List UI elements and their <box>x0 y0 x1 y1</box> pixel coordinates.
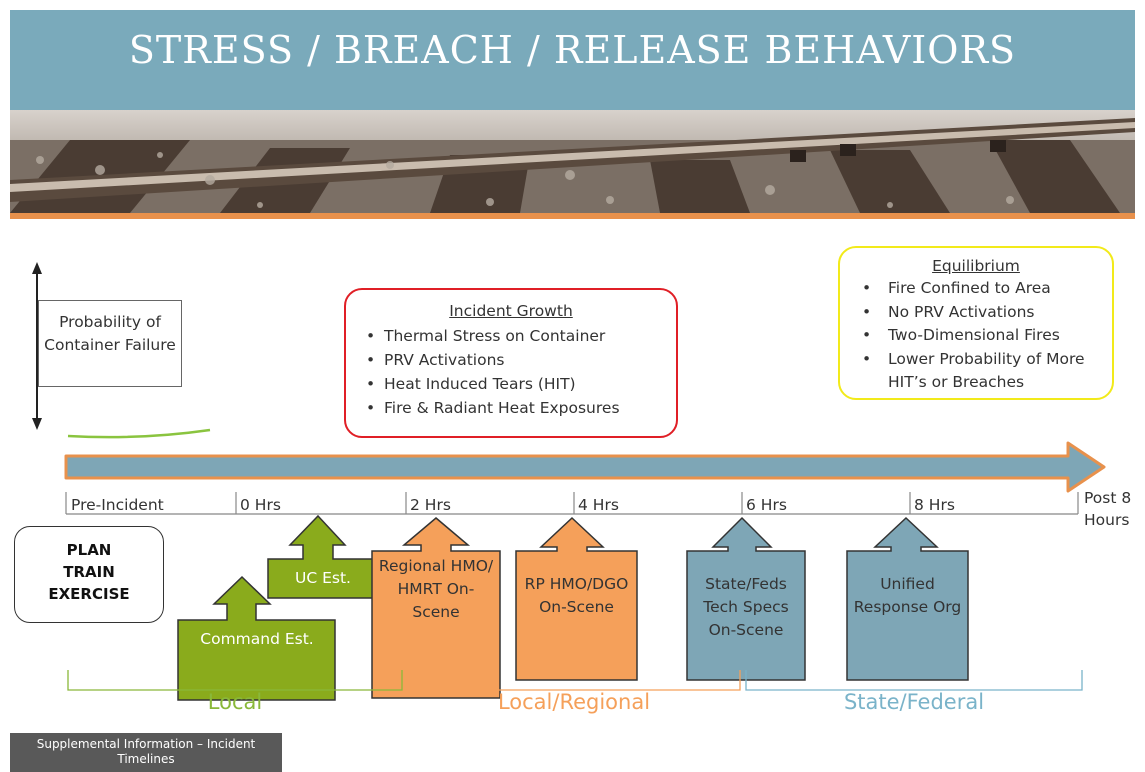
growth-item: Heat Induced Tears (HIT) <box>364 372 676 396</box>
equilibrium-heading: Equilibrium <box>932 257 1020 275</box>
timeline-axis <box>65 492 1079 515</box>
equilibrium-item: Fire Confined to Area <box>858 277 1112 301</box>
regional-bracket <box>407 670 741 691</box>
phase-state-federal: State/Federal <box>843 690 985 714</box>
train-line: TRAIN <box>63 563 115 581</box>
post-8-hours-label: Post 8 Hours <box>1084 489 1132 529</box>
regional-hmo-arrow <box>371 517 501 699</box>
timeline-arrow <box>64 441 1106 493</box>
command-est-arrow <box>177 575 336 701</box>
uc-est-label: UC Est. <box>295 569 351 587</box>
growth-item: Thermal Stress on Container <box>364 324 676 348</box>
tick-label: 4 Hrs <box>578 496 619 514</box>
growth-item: Fire & Radiant Heat Exposures <box>364 396 676 420</box>
command-est-label: Command Est. <box>200 630 314 648</box>
tick-label: 0 Hrs <box>240 496 281 514</box>
growth-item: PRV Activations <box>364 348 676 372</box>
probability-box: Probability of Container Failure <box>38 300 182 387</box>
regional-hmo-label: Regional HMO/ HMRT On-Scene <box>378 557 494 621</box>
equilibrium-item: No PRV Activations <box>858 301 1112 325</box>
unified-response-arrow <box>846 516 969 681</box>
incident-growth-heading: Incident Growth <box>449 302 573 320</box>
supplemental-info-tag: Supplemental Information – Incident Time… <box>10 733 282 772</box>
equilibrium-box: Equilibrium Fire Confined to Area No PRV… <box>838 246 1114 400</box>
plan-train-exercise-box: PLAN TRAIN EXERCISE <box>14 526 164 623</box>
uc-est-arrow <box>267 514 379 599</box>
orange-divider <box>10 213 1135 219</box>
title-banner <box>10 10 1135 110</box>
phase-local: Local <box>207 690 263 714</box>
exercise-line: EXERCISE <box>48 585 130 603</box>
railroad-track-photo <box>10 110 1135 213</box>
tick-label: Pre-Incident <box>71 496 164 514</box>
incident-growth-box: Incident Growth Thermal Stress on Contai… <box>344 288 678 438</box>
local-bracket <box>67 670 403 691</box>
equilibrium-item: Two-Dimensional Fires <box>858 324 1112 348</box>
tick-label: 2 Hrs <box>410 496 451 514</box>
probability-axis-arrow <box>32 262 42 430</box>
rp-hmo-label: RP HMO/DGO On-Scene <box>524 575 629 616</box>
rp-hmo-arrow <box>515 516 638 681</box>
tick-label: 8 Hrs <box>914 496 955 514</box>
tick-label: 6 Hrs <box>746 496 787 514</box>
phase-local-regional: Local/Regional <box>497 690 651 714</box>
unified-response-label: Unified Response Org <box>853 575 962 616</box>
page-title: STRESS / BREACH / RELEASE BEHAVIORS <box>128 28 1017 72</box>
probability-curve <box>67 428 211 439</box>
equilibrium-item: Lower Probability of More HIT’s or Breac… <box>858 348 1112 395</box>
state-feds-label: State/Feds Tech Specs On-Scene <box>703 575 789 639</box>
plan-line: PLAN <box>66 541 112 559</box>
state-bracket <box>745 670 1083 691</box>
